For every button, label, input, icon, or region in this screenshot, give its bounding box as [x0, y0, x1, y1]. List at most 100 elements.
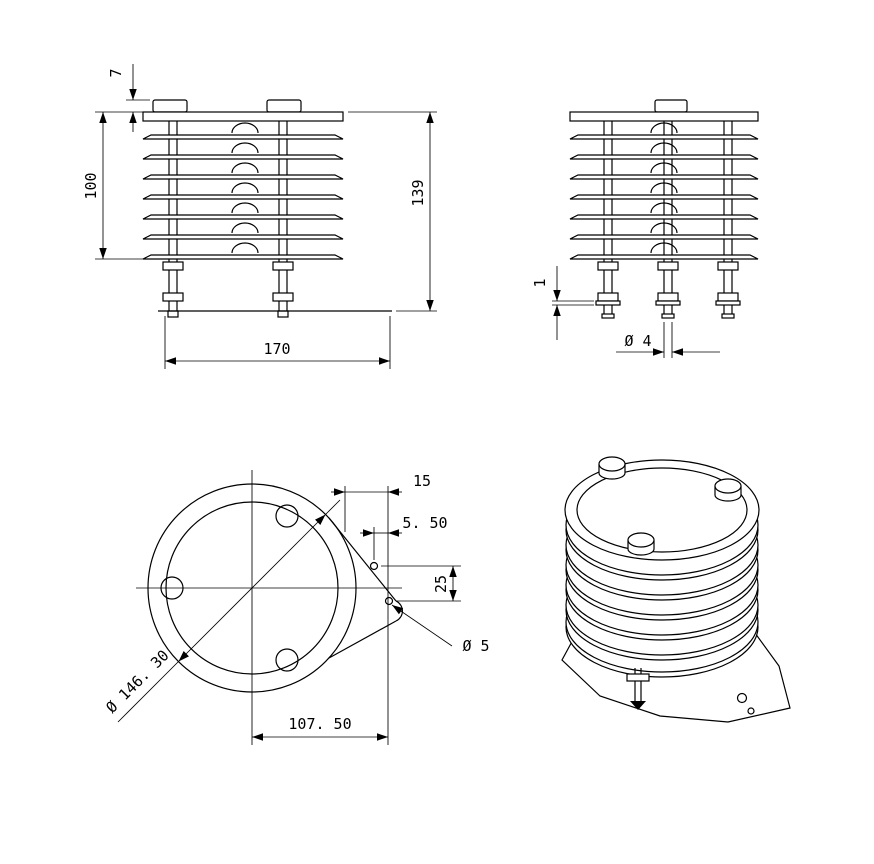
iso-center-bolt	[626, 668, 650, 710]
dim-label-cap-height: 7	[107, 68, 125, 77]
top-cap	[152, 99, 188, 113]
outer-circle	[147, 483, 357, 693]
dimension-tail	[325, 499, 341, 515]
bolt-nut	[272, 261, 294, 271]
dimension-hole-spacing: 25	[381, 565, 461, 602]
spacer-arc	[231, 122, 259, 134]
bolt-foot	[601, 313, 615, 319]
dimension-tail	[117, 661, 179, 723]
top-plate-rim	[564, 459, 760, 561]
top-plate	[142, 111, 344, 122]
dimension-outer-diameter: Ø 146. 30	[102, 499, 341, 723]
bolt-tip	[167, 310, 179, 318]
mounting-bolt-right	[272, 259, 294, 318]
dimension-line	[178, 514, 326, 662]
bolt-nut	[717, 292, 739, 302]
iso-top-knob	[598, 456, 626, 480]
dim-label-total-height: 139	[409, 179, 427, 206]
louver-plate	[142, 174, 344, 180]
side-view: 1 Ø 4	[531, 99, 759, 358]
spacer-arc	[650, 122, 678, 134]
bolt-nut	[657, 261, 679, 271]
bolt-nut	[272, 292, 294, 302]
dimension-small-hole-diameter: Ø 5	[391, 604, 490, 655]
dim-label-body-height: 100	[82, 172, 100, 199]
louver-plate	[142, 254, 344, 260]
spacer-arc	[231, 162, 259, 174]
louver-plate	[569, 174, 759, 180]
bolt-nut	[162, 292, 184, 302]
bolt-washer	[715, 300, 741, 306]
dimension-cap-height: 7	[107, 64, 150, 132]
bolt-nut	[626, 673, 650, 682]
dim-label-hole-offset: 15	[413, 472, 431, 490]
dim-label-hole-inset: 5. 50	[402, 514, 447, 532]
bolt-washer	[595, 300, 621, 306]
front-view: 7 100 139 170	[82, 64, 437, 369]
spacer-arc	[650, 242, 678, 254]
louver-plate	[569, 214, 759, 220]
mounting-hole	[275, 504, 299, 528]
spacer-arc	[650, 182, 678, 194]
inner-spacer-arcs	[650, 122, 678, 254]
dimension-hole-inset: 5. 50	[360, 514, 448, 560]
louver-stack	[569, 134, 759, 260]
louver-plate	[569, 154, 759, 160]
dimension-base-width: 170	[164, 316, 391, 369]
spacer-arc	[231, 222, 259, 234]
knob-cap	[714, 478, 742, 494]
louver-plate	[569, 234, 759, 240]
inner-circle	[165, 501, 339, 675]
dimension-bolt-diameter: Ø 4	[616, 322, 720, 358]
dim-label-base-width: 170	[263, 340, 290, 358]
knob-cap	[598, 456, 626, 472]
bracket-edge	[328, 620, 397, 659]
knob-cap	[627, 532, 655, 548]
louver-plate	[142, 234, 344, 240]
iso-top-knob	[714, 478, 742, 502]
louver-plate	[569, 134, 759, 140]
isometric-view	[561, 456, 791, 723]
mounting-bolt	[715, 259, 741, 319]
louver-plate	[569, 254, 759, 260]
mounting-bolt-left	[162, 259, 184, 318]
louver-plate	[142, 194, 344, 200]
spacer-arc	[650, 202, 678, 214]
bolt-foot	[721, 313, 735, 319]
top-plate	[569, 111, 759, 122]
bolt-nut	[597, 261, 619, 271]
inner-spacer-arcs	[231, 122, 259, 254]
bolt-nut	[717, 261, 739, 271]
iso-louver-stack	[564, 459, 760, 678]
bolt-nut	[597, 292, 619, 302]
bolt-nut	[657, 292, 679, 302]
mounting-hole	[275, 648, 299, 672]
small-hole	[369, 561, 379, 571]
spacer-arc	[231, 242, 259, 254]
iso-top-knob	[627, 532, 655, 556]
dim-label-bolt-diameter: Ø 4	[624, 332, 651, 350]
dimension-body-height: 100	[82, 111, 143, 260]
louver-plate	[142, 154, 344, 160]
bolt-foot	[661, 313, 675, 319]
bolt-nut	[162, 261, 184, 271]
dim-label-small-hole-diameter: Ø 5	[462, 637, 489, 655]
spacer-arc	[231, 142, 259, 154]
spacer-arc	[650, 162, 678, 174]
bracket-edge	[328, 517, 397, 602]
mounting-bolt	[595, 259, 621, 319]
louver-plate	[142, 134, 344, 140]
small-hole	[384, 596, 394, 606]
bolt-tip	[277, 310, 289, 318]
top-cap	[266, 99, 302, 113]
plan-view: 15 5. 50 25 Ø 146. 30 Ø 5	[102, 470, 490, 745]
dim-label-center-to-hole: 107. 50	[288, 715, 351, 733]
bolt-washer	[655, 300, 681, 306]
spacer-arc	[231, 202, 259, 214]
top-face-inner-edge	[576, 467, 748, 553]
dimension-center-to-hole: 107. 50	[252, 715, 388, 741]
dim-label-hole-spacing: 25	[432, 575, 450, 593]
dim-label-plate-thickness: 1	[531, 278, 549, 287]
dim-label-outer-diameter: Ø 146. 30	[102, 646, 172, 716]
